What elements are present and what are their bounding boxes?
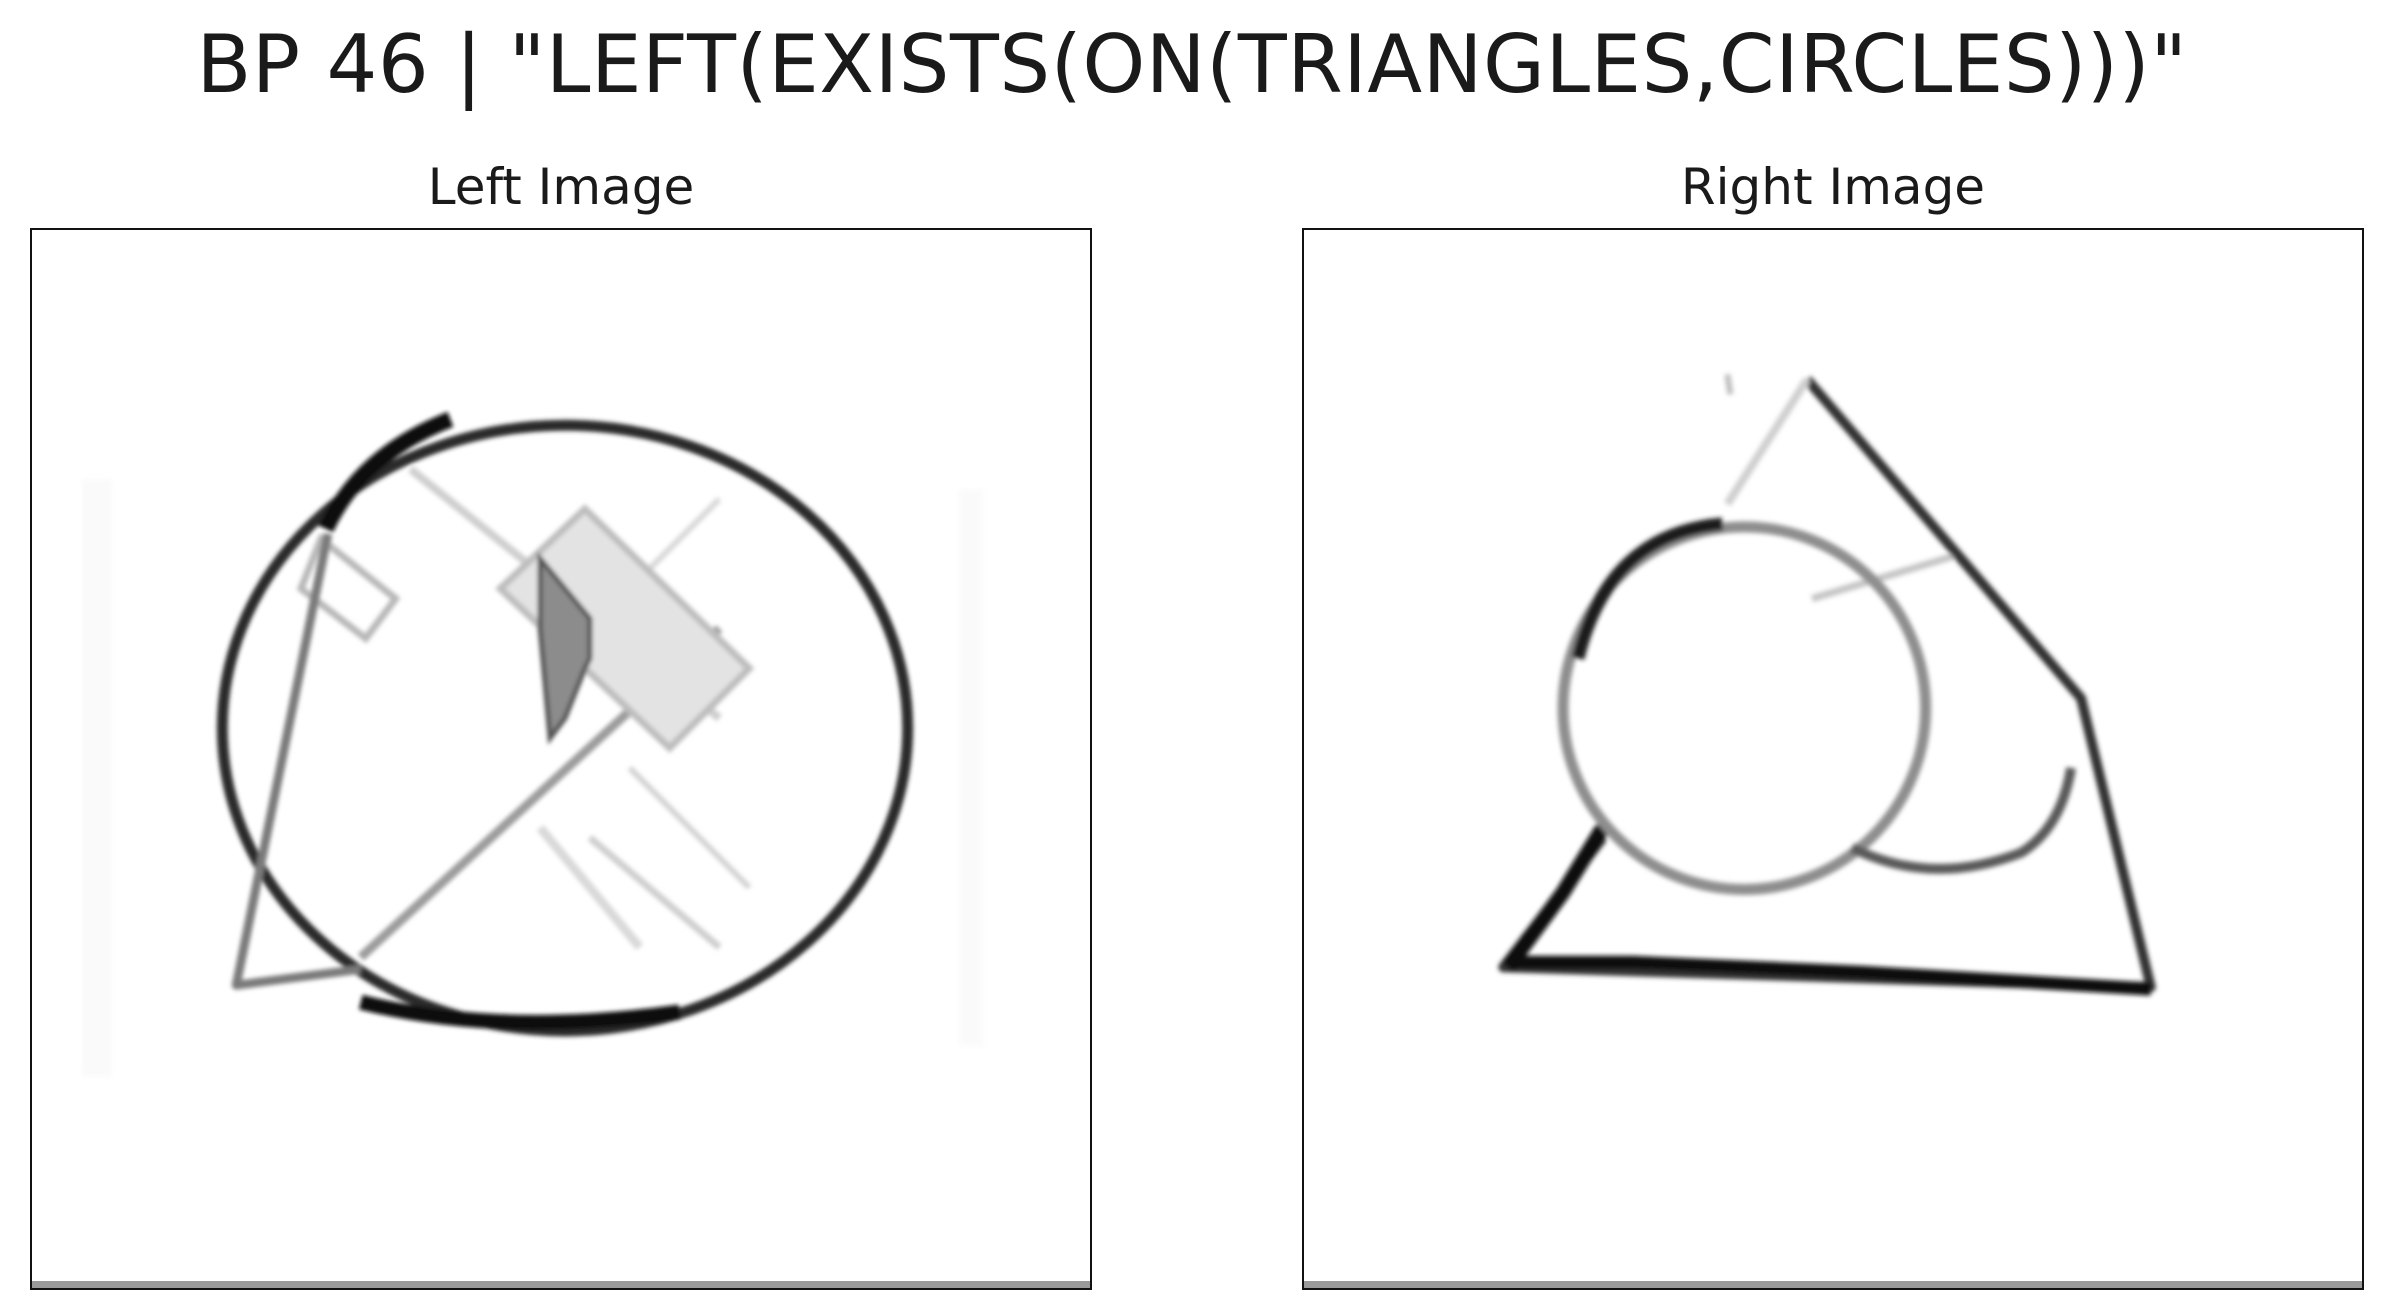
faint-line [1724, 374, 1734, 395]
right-image-drawing [1498, 374, 2156, 996]
figure-title: BP 46 | "LEFT(EXISTS(ON(TRIANGLES,CIRCLE… [196, 18, 2188, 111]
faint-diagonal-line [536, 824, 644, 951]
right-panel-title: Right Image [1680, 158, 1986, 216]
big-circle [216, 419, 914, 1037]
faint-diagonal-line [627, 765, 752, 890]
circle-top-arc [1571, 517, 1723, 660]
circle-bottom-arc [358, 994, 681, 1030]
small-square-shape [296, 533, 401, 644]
left-image-drawing [81, 411, 984, 1077]
noise-smudge [958, 489, 984, 1047]
right-image-panel [1302, 228, 2364, 1290]
triangle-base [1508, 955, 2152, 996]
faint-line [1811, 550, 1963, 602]
noise-smudge [81, 479, 112, 1077]
faint-diagonal-line [587, 835, 722, 950]
left-triangle [231, 532, 362, 990]
bottom-edge-strip [1304, 1281, 2362, 1288]
left-image-panel [30, 228, 1092, 1290]
circle-top-arc [318, 411, 454, 533]
left-panel-title: Left Image [427, 158, 695, 216]
bottom-edge-strip [32, 1281, 1090, 1288]
circle-on-triangle [1557, 521, 1932, 895]
triangle-left-corner [1502, 823, 1610, 972]
gray-square-shape [495, 504, 755, 753]
triangle-upper-left-edge [1724, 377, 1811, 507]
central-triangle [537, 551, 593, 745]
large-triangle [1498, 376, 2156, 993]
bottom-loop-arc [1849, 767, 2077, 874]
